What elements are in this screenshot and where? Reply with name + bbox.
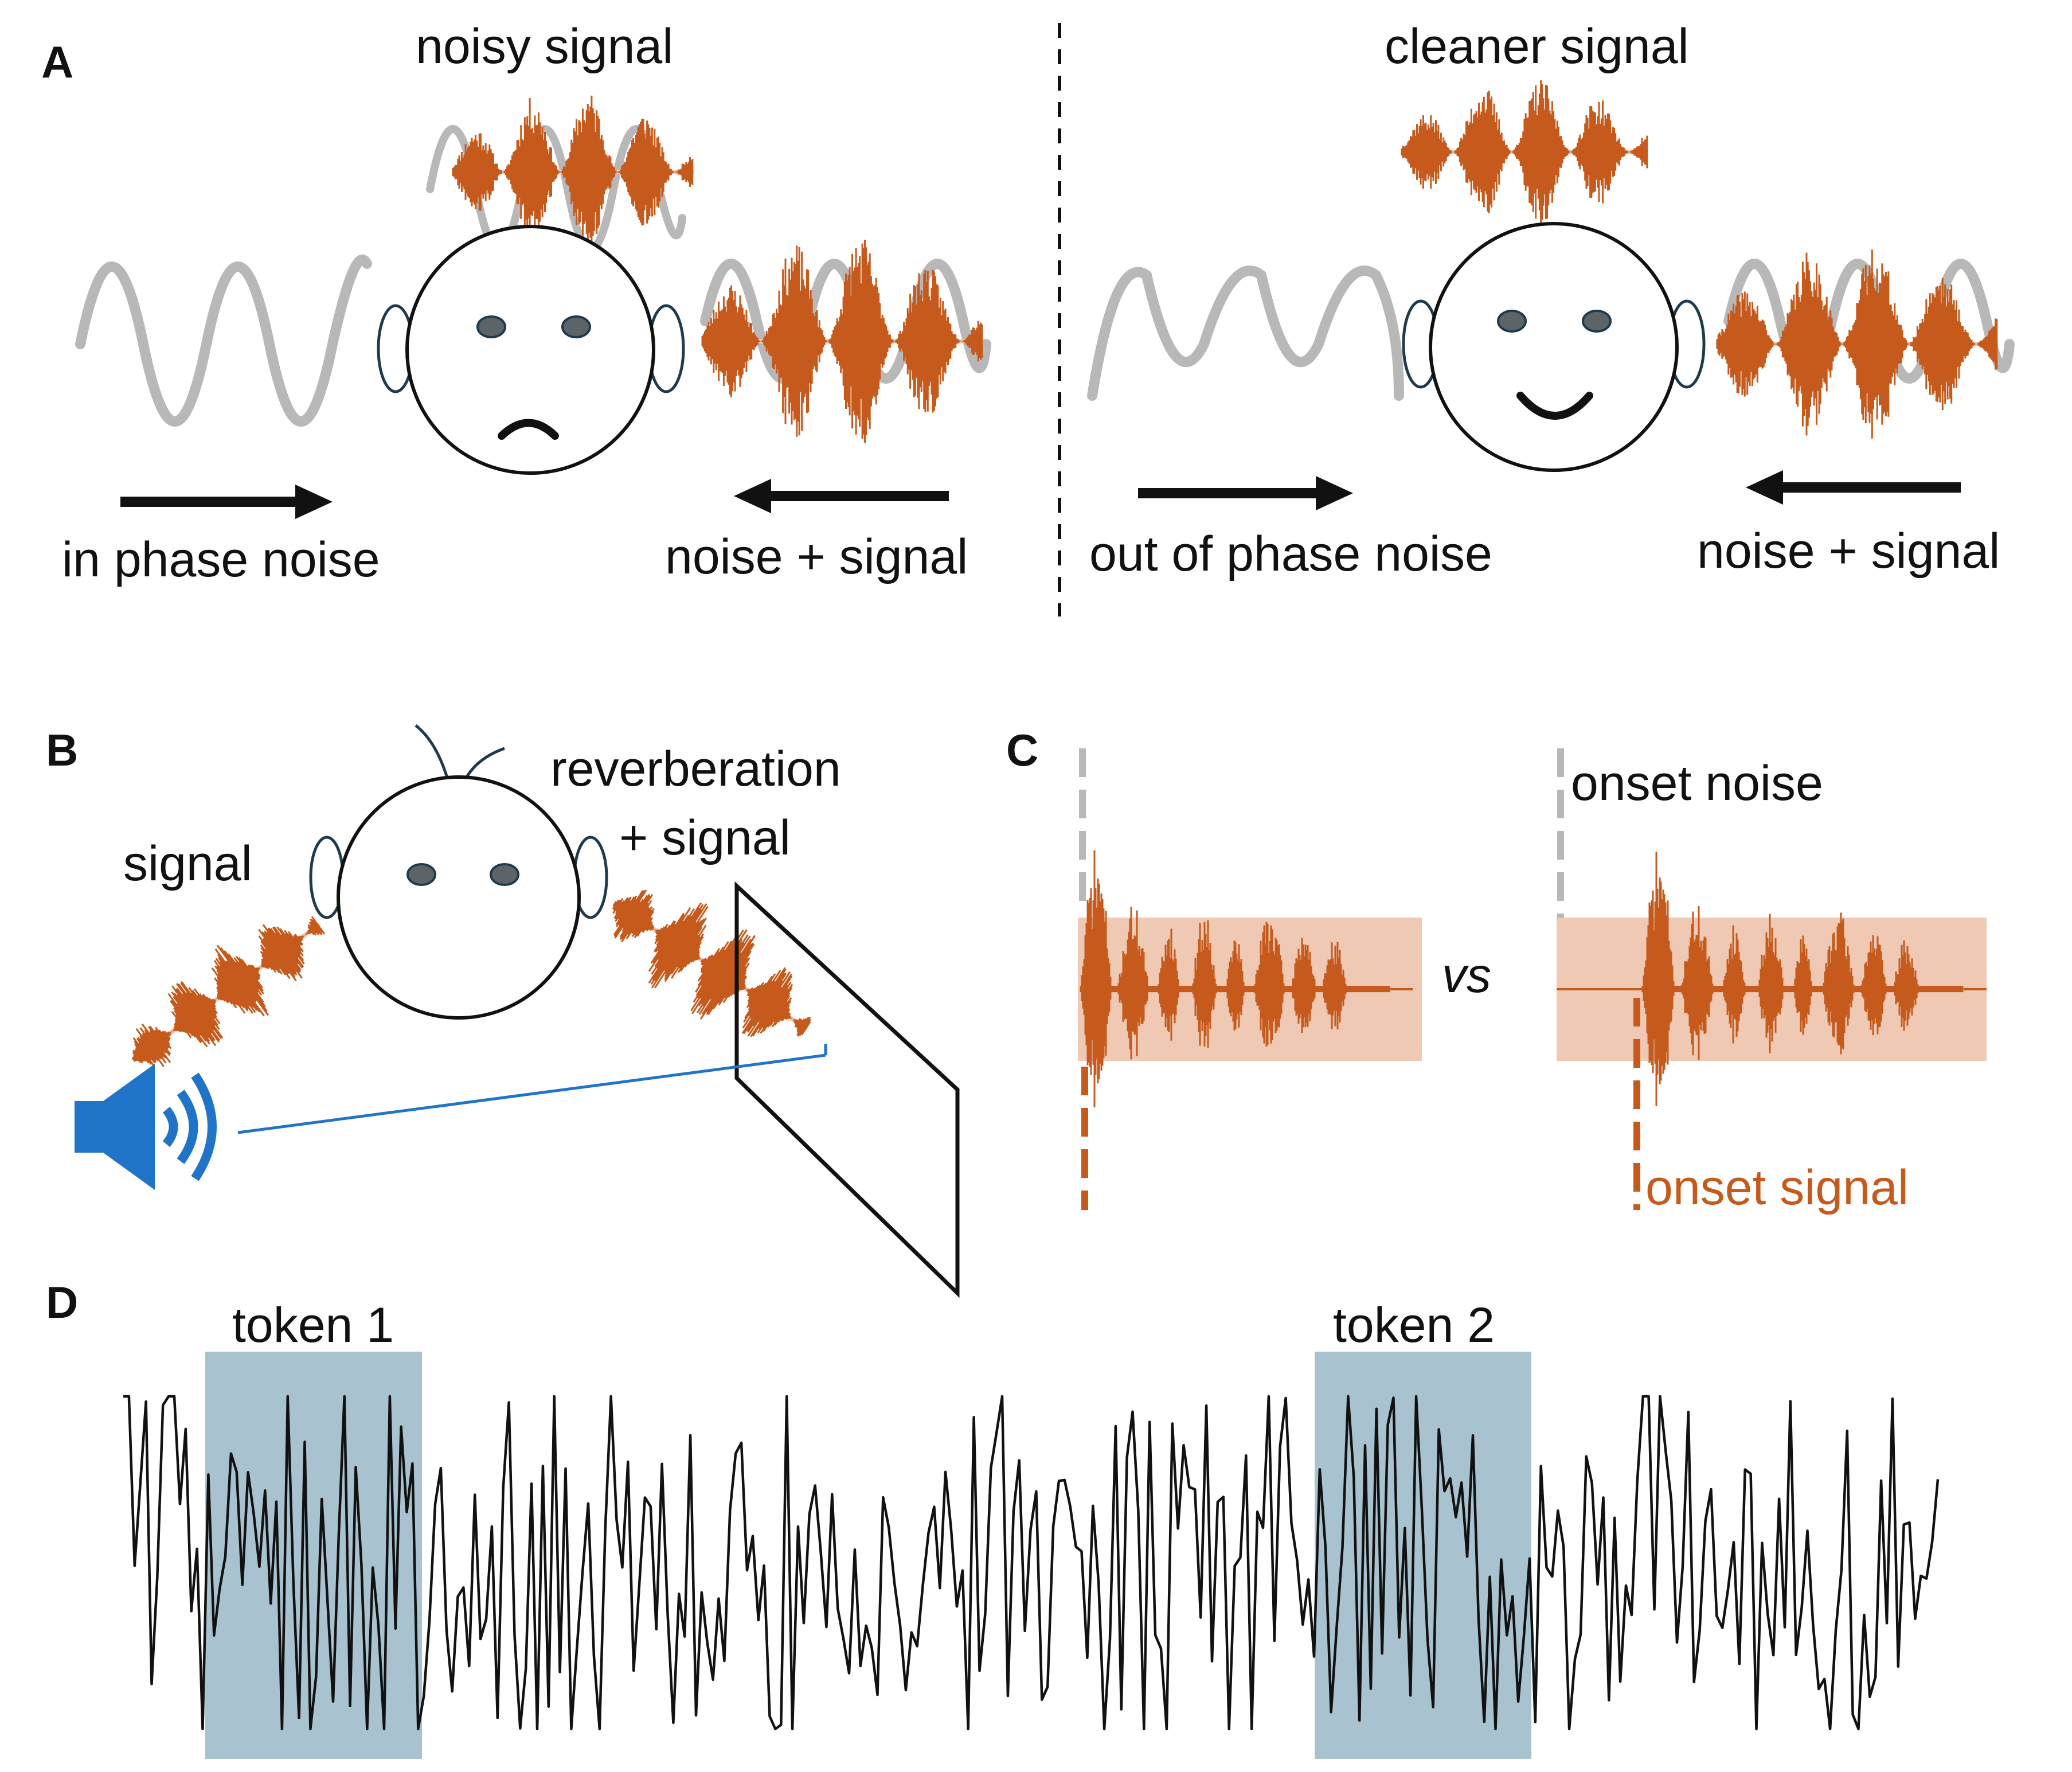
face-outline: [405, 225, 655, 475]
left-eye: [476, 315, 506, 338]
noise-signal-label-left: noise + signal: [665, 529, 968, 584]
noise-trace-line: [123, 1395, 1940, 1731]
reflecting-wall: [734, 881, 960, 1298]
token-1-label: token 1: [232, 1298, 394, 1353]
speech-waveform-right: [1641, 852, 1987, 1106]
right-eye: [561, 315, 591, 338]
panel-b-letter: B: [46, 725, 78, 775]
onset-signal-label: onset signal: [1645, 1160, 1909, 1215]
happy-face: [1402, 222, 1706, 472]
right-top-signal-wave: [1401, 80, 1648, 224]
panel-d: D token 1 token 2: [46, 1277, 1940, 1759]
reverberation-signal-label: + signal: [619, 810, 791, 865]
left-arrow-left-half: [734, 479, 949, 513]
sad-face: [377, 225, 685, 475]
token-2-label: token 2: [1333, 1298, 1495, 1353]
face-outline: [1429, 222, 1679, 472]
reflected-signal-wave: [612, 889, 811, 1037]
in-phase-noise-label: in phase noise: [62, 532, 380, 587]
noisy-signal-label: noisy signal: [416, 19, 673, 74]
panel-a-letter: A: [41, 37, 73, 87]
onset-noise-label: onset noise: [1571, 756, 1823, 811]
speaker-icon: [75, 1064, 217, 1190]
panel-d-letter: D: [46, 1277, 78, 1328]
left-top-signal-wave: [452, 95, 694, 249]
listener-face: [309, 775, 608, 1020]
left-eye: [1497, 310, 1527, 333]
panel-a: A noisy signal in phase n: [41, 19, 2015, 616]
right-arrow-right-half: [1138, 476, 1353, 510]
panel-b: B signal reverberation + signal: [46, 724, 960, 1298]
vs-label: vs: [1442, 948, 1491, 1003]
right-right-signal-wave: [1716, 249, 1998, 439]
signal-label: signal: [123, 836, 252, 891]
face-outline: [337, 775, 581, 1020]
right-noise-wave: [1087, 266, 1404, 401]
out-of-phase-noise-label: out of phase noise: [1089, 526, 1492, 581]
right-arrow-left-half: [120, 485, 333, 519]
left-right-signal-wave: [701, 240, 983, 443]
left-arrow-right-half: [1746, 470, 1961, 505]
right-eye: [490, 863, 519, 886]
speech-waveform-left: [1080, 850, 1413, 1107]
smile-mouth: [1516, 392, 1593, 420]
reverberation-label: reverberation: [550, 741, 841, 797]
right-eye: [1582, 310, 1612, 333]
sound-path-line: [237, 1053, 826, 1134]
noise-signal-label-right: noise + signal: [1697, 524, 2000, 579]
left-noise-wave: [75, 254, 372, 427]
cleaner-signal-label: cleaner signal: [1385, 19, 1689, 74]
left-eye: [406, 863, 436, 886]
panel-c-letter: C: [1006, 725, 1038, 775]
frown-mouth: [498, 419, 559, 440]
panel-c: C vs onset noise onset signal: [1006, 725, 1987, 1215]
direct-signal-wave: [131, 916, 326, 1067]
